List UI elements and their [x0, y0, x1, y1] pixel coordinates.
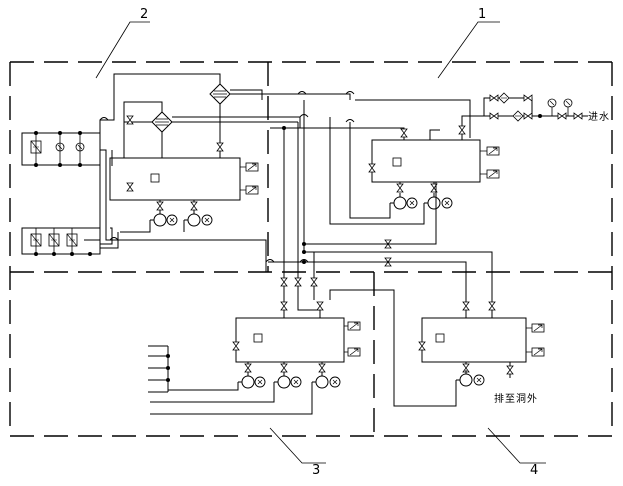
water-inlet-label: 进水 [588, 111, 610, 123]
zone-label-3: 3 [269, 427, 326, 478]
heat-exchanger-lower [151, 111, 173, 133]
svg-text:1: 1 [478, 7, 486, 22]
left-group-lower-manifold [21, 227, 101, 256]
zone-label-4: 4 [487, 427, 546, 478]
zone-label-2: 2 [95, 7, 150, 79]
discharge-label: 排至洞外 [494, 392, 538, 405]
tank-bottom-left [232, 300, 361, 363]
bottom-left-outlets [148, 345, 313, 415]
pipe-crossovers [99, 91, 355, 263]
svg-text:4: 4 [530, 463, 538, 478]
tank-right [368, 139, 500, 183]
left-tank-pumps [120, 200, 213, 233]
central-headers [240, 89, 493, 300]
right-tank-pumps [329, 117, 453, 225]
svg-text:3: 3 [312, 463, 320, 478]
zone-label-1: 1 [437, 7, 500, 79]
water-inlet-manifold: 进水 [458, 92, 610, 140]
tank-left [109, 157, 259, 201]
svg-text:2: 2 [140, 7, 148, 22]
tank-bottom-right: 排至洞外 [329, 289, 545, 407]
bottom-left-tank-pumps [237, 362, 341, 389]
heat-exchanger-upper [209, 83, 231, 105]
left-group-upper-manifold [21, 131, 101, 167]
zone-boundaries [9, 61, 613, 437]
